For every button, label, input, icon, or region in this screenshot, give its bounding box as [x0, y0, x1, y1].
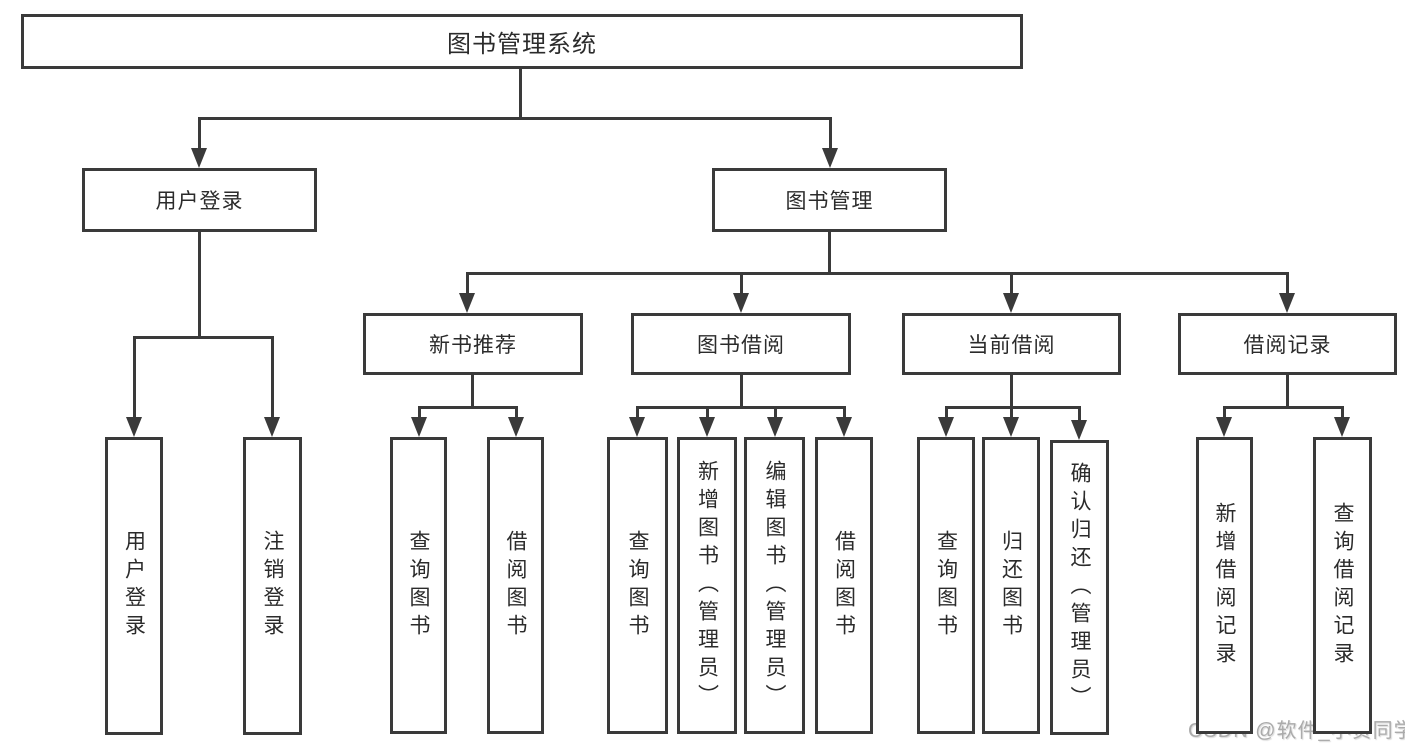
node-label: 图书管理 — [785, 190, 874, 213]
connector-line-vertical — [1285, 375, 1289, 407]
connector-arrow-stub — [1077, 407, 1081, 426]
node-label: 借阅图书 — [832, 529, 856, 642]
connector-arrow-stub — [705, 407, 709, 423]
arrowhead-down-icon — [699, 417, 715, 437]
node-br-query-record: 查询借阅记录 — [1313, 437, 1372, 734]
connector-arrow-stub — [270, 337, 274, 423]
arrowhead-down-icon — [411, 417, 427, 437]
node-borrow-records: 借阅记录 — [1178, 313, 1397, 375]
node-user-login: 用户登录 — [82, 168, 317, 232]
node-login: 用户登录 — [105, 437, 163, 735]
arrowhead-down-icon — [508, 417, 524, 437]
connector-arrow-stub — [828, 118, 832, 154]
node-cb-confirm-return: 确认归还（管理员） — [1050, 440, 1109, 735]
arrowhead-down-icon — [822, 148, 838, 168]
connector-line-horizontal — [465, 271, 1289, 275]
arrowhead-down-icon — [629, 417, 645, 437]
connector-line-vertical — [197, 232, 201, 337]
node-label: 图书管理系统 — [447, 31, 597, 58]
node-cb-query-books: 查询图书 — [917, 437, 975, 734]
connector-line-vertical — [827, 232, 831, 273]
node-current-borrow: 当前借阅 — [902, 313, 1121, 375]
node-bb-add-books: 新增图书（管理员） — [677, 437, 737, 734]
connector-arrow-stub — [514, 407, 518, 423]
connector-line-vertical — [470, 375, 474, 407]
node-label: 注销登录 — [261, 530, 284, 642]
node-label: 用户登录 — [155, 190, 244, 213]
arrowhead-down-icon — [1071, 420, 1087, 440]
node-label: 查询图书 — [934, 529, 958, 642]
connector-arrow-stub — [1009, 407, 1013, 423]
connector-line-horizontal — [132, 335, 274, 339]
connector-arrow-stub — [417, 407, 421, 423]
node-new-book-rec: 新书推荐 — [363, 313, 583, 375]
node-book-mgmt: 图书管理 — [712, 168, 947, 232]
arrowhead-down-icon — [1003, 293, 1019, 313]
arrowhead-down-icon — [191, 148, 207, 168]
arrowhead-down-icon — [264, 417, 280, 437]
connector-line-horizontal — [1222, 405, 1344, 409]
node-label: 新增图书（管理员） — [695, 459, 719, 712]
node-label: 新书推荐 — [429, 334, 517, 357]
node-label: 确认归还（管理员） — [1068, 461, 1091, 714]
connector-line-vertical — [1009, 375, 1013, 407]
node-label: 编辑图书（管理员） — [763, 459, 786, 712]
connector-arrow-stub — [1340, 407, 1344, 423]
node-label: 用户登录 — [122, 530, 146, 642]
node-label: 查询图书 — [626, 529, 649, 642]
arrowhead-down-icon — [126, 417, 142, 437]
arrowhead-down-icon — [1279, 293, 1295, 313]
connector-line-horizontal — [417, 405, 518, 409]
arrowhead-down-icon — [459, 293, 475, 313]
arrowhead-down-icon — [1216, 417, 1232, 437]
node-rec-borrow-books: 借阅图书 — [487, 437, 544, 734]
node-bb-edit-books: 编辑图书（管理员） — [744, 437, 805, 734]
connector-arrow-stub — [465, 273, 469, 299]
node-label: 归还图书 — [999, 529, 1023, 642]
connector-arrow-stub — [1222, 407, 1226, 423]
node-bb-borrow-books: 借阅图书 — [815, 437, 873, 734]
arrowhead-down-icon — [733, 293, 749, 313]
node-book-borrow: 图书借阅 — [631, 313, 851, 375]
connector-arrow-stub — [1285, 273, 1289, 299]
connector-arrow-stub — [132, 337, 136, 423]
node-bb-query-books: 查询图书 — [607, 437, 668, 734]
arrowhead-down-icon — [938, 417, 954, 437]
connector-arrow-stub — [635, 407, 639, 423]
node-rec-query-books: 查询图书 — [390, 437, 447, 734]
node-label: 图书借阅 — [697, 334, 785, 357]
connector-line-horizontal — [197, 116, 832, 120]
connector-line-vertical — [518, 69, 522, 118]
connector-arrow-stub — [1009, 273, 1013, 299]
connector-arrow-stub — [944, 407, 948, 423]
node-logout: 注销登录 — [243, 437, 302, 735]
node-cb-return-books: 归还图书 — [982, 437, 1040, 734]
arrowhead-down-icon — [767, 417, 783, 437]
connector-line-vertical — [739, 375, 743, 407]
node-label: 查询图书 — [407, 529, 430, 642]
node-label: 借阅图书 — [504, 529, 527, 642]
connector-line-horizontal — [635, 405, 846, 409]
node-root: 图书管理系统 — [21, 14, 1023, 69]
node-label: 当前借阅 — [967, 334, 1056, 357]
connector-arrow-stub — [197, 118, 201, 154]
connector-arrow-stub — [842, 407, 846, 423]
node-label: 新增借阅记录 — [1213, 501, 1236, 670]
node-label: 查询借阅记录 — [1331, 501, 1354, 670]
arrowhead-down-icon — [1003, 417, 1019, 437]
node-label: 借阅记录 — [1243, 334, 1332, 357]
connector-line-horizontal — [944, 405, 1081, 409]
connector-arrow-stub — [773, 407, 777, 423]
node-br-add-record: 新增借阅记录 — [1196, 437, 1253, 734]
arrowhead-down-icon — [836, 417, 852, 437]
connector-arrow-stub — [739, 273, 743, 299]
arrowhead-down-icon — [1334, 417, 1350, 437]
